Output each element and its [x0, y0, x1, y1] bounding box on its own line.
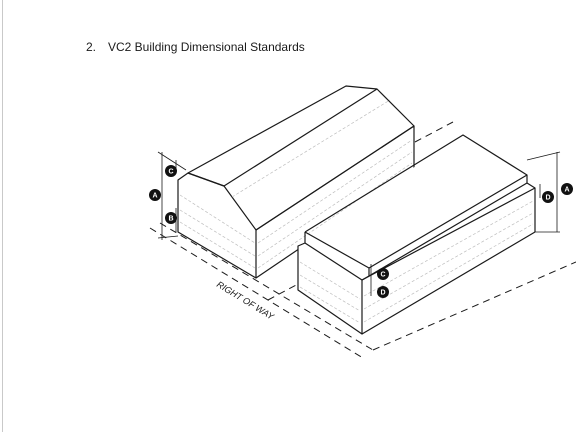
right-step-line	[304, 242, 363, 281]
svg-text:A: A	[152, 193, 157, 200]
marker-d-front: D	[377, 286, 389, 298]
page-left-border	[2, 0, 3, 432]
marker-b-left: B	[165, 212, 177, 224]
svg-text:D: D	[545, 195, 550, 202]
section-heading: 2. VC2 Building Dimensional Standards	[86, 40, 305, 54]
left-roof-ridge	[187, 85, 378, 174]
right-building-floor-lines	[299, 200, 534, 324]
section-number: 2.	[86, 40, 97, 54]
lot-divider-line	[267, 282, 301, 301]
svg-text:D: D	[380, 290, 385, 297]
lot-rear-line	[414, 121, 454, 143]
right-side-wall	[361, 174, 536, 335]
svg-text:B: B	[168, 216, 173, 223]
left-roof-edge	[187, 172, 225, 187]
right-dimension-lines	[370, 151, 561, 296]
marker-c-front: C	[377, 268, 389, 280]
right-of-way-lines	[149, 121, 576, 359]
row-back-line	[159, 222, 374, 351]
right-of-way-label: RIGHT OF WAY	[215, 279, 277, 322]
right-roof-outline	[304, 134, 536, 233]
marker-a-right: A	[561, 183, 573, 195]
left-building-floor-lines	[179, 99, 413, 269]
row-front-line	[149, 227, 364, 359]
section-title: VC2 Building Dimensional Standards	[108, 40, 305, 54]
svg-text:A: A	[564, 187, 569, 194]
marker-d-right: D	[542, 191, 554, 203]
left-building	[177, 85, 415, 279]
svg-text:C: C	[168, 169, 173, 176]
svg-text:C: C	[380, 272, 385, 279]
lot-side-line	[372, 261, 576, 351]
marker-a-left: A	[149, 189, 161, 201]
right-building	[297, 134, 536, 335]
marker-c-left: C	[165, 165, 177, 177]
